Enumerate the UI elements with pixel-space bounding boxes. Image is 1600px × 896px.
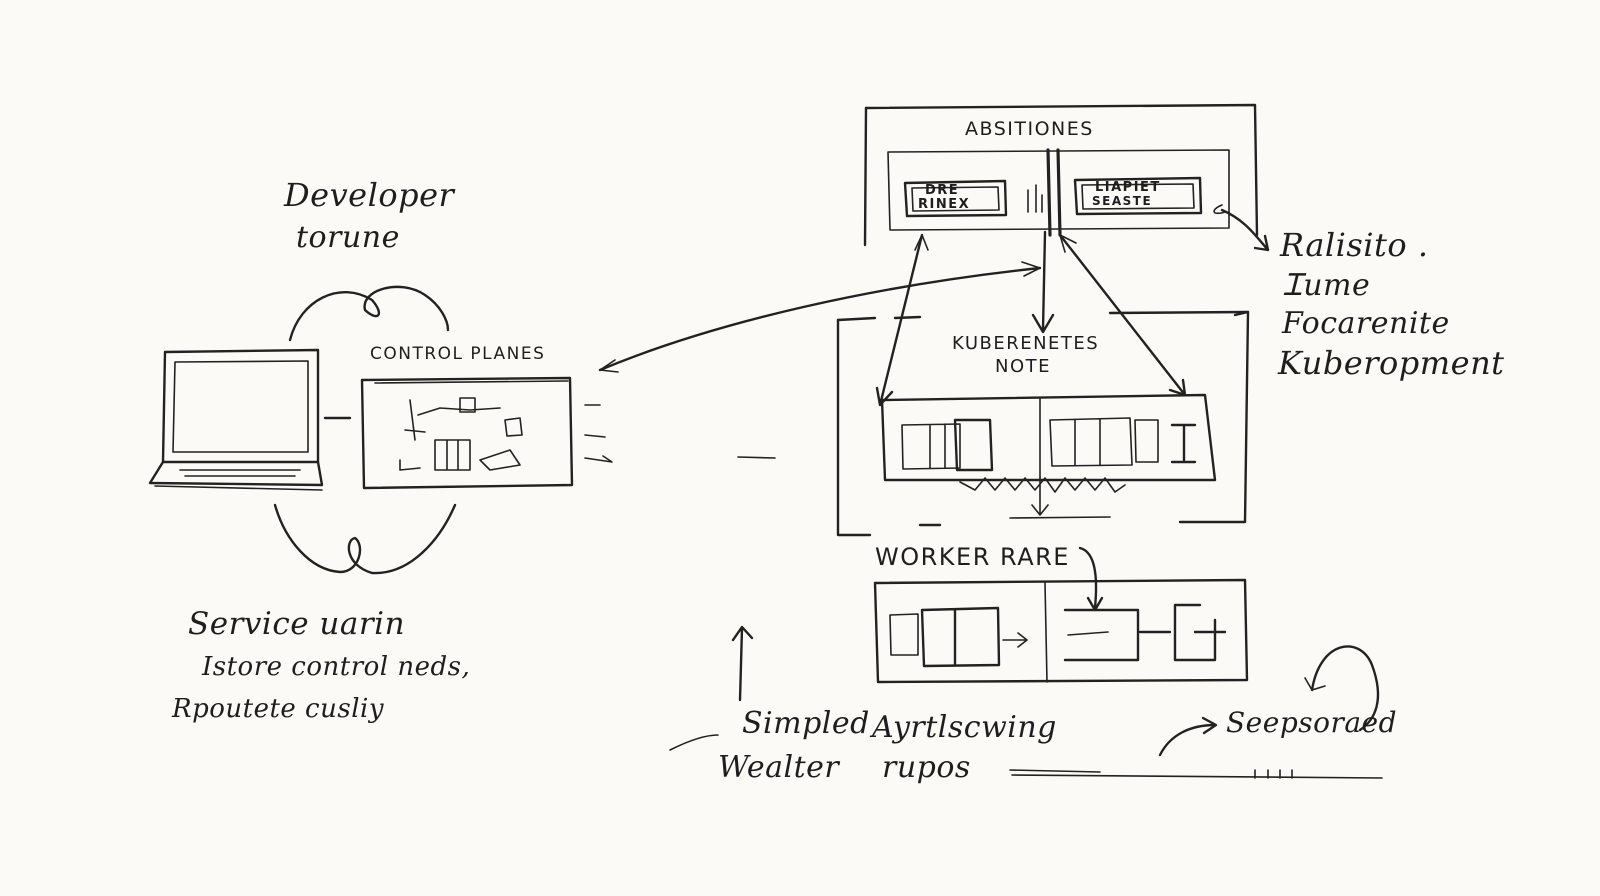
dash-mark — [737, 456, 776, 459]
loop-top — [288, 285, 450, 342]
label-service: Service uarin — [188, 606, 406, 642]
label-ayrtlscwing: Ayrtlscwing — [872, 710, 1057, 745]
underline — [1009, 769, 1383, 779]
kubernetes-node-frame — [836, 310, 1250, 537]
arrow-down-left — [875, 233, 924, 407]
control-plane-box — [360, 376, 574, 490]
label-simpled: Simpled — [742, 706, 870, 741]
label-worker-rare: WORKER RARE — [875, 543, 1070, 571]
label-ralisito: Ralisito . — [1280, 226, 1429, 264]
label-seepsoraed: Seepsoraed — [1226, 706, 1398, 739]
label-istore: Istore control neds, — [202, 652, 471, 682]
arrow-up — [731, 625, 754, 702]
label-kuberopment: Kuberopment — [1278, 344, 1505, 382]
stroke-mark — [669, 734, 719, 751]
loop-bottom — [273, 503, 457, 575]
motion-marks — [584, 404, 613, 463]
label-lume: Ꮖume — [1283, 268, 1371, 303]
label-rupos: rupos — [882, 750, 971, 785]
label-note: NOTE — [995, 356, 1052, 377]
label-box-left-1: DRE — [925, 183, 960, 198]
label-box-right-1: LIAPIET — [1095, 180, 1161, 195]
laptop-icon — [148, 348, 324, 491]
label-focarenite: Focarenite — [1282, 306, 1450, 341]
label-kubernetes: KUBERENETES — [952, 333, 1100, 354]
arrow-worker — [1078, 546, 1104, 612]
absitiones-frame — [863, 103, 1259, 247]
arrow-down-center — [1031, 230, 1055, 334]
label-tovine: torune — [296, 220, 400, 255]
arrow-seepsoraed — [1158, 716, 1218, 757]
label-control-planes: CONTROL PLANES — [370, 344, 546, 364]
label-absitiones: ABSITIONES — [965, 118, 1094, 140]
arrow-down-right — [1058, 233, 1187, 397]
label-box-right-2: SEASTE — [1092, 194, 1153, 208]
label-box-left-2: RINEX — [918, 197, 971, 212]
arrow-control-to-cluster — [598, 266, 1042, 372]
label-wealter: Wealter — [718, 750, 840, 785]
label-rpoutete: Rpoutete cusliy — [172, 694, 385, 724]
loop-bottom-right — [1310, 645, 1380, 732]
label-developer: Developer — [284, 176, 455, 214]
worker-box — [873, 578, 1249, 684]
arrow-to-notes — [1220, 208, 1270, 252]
